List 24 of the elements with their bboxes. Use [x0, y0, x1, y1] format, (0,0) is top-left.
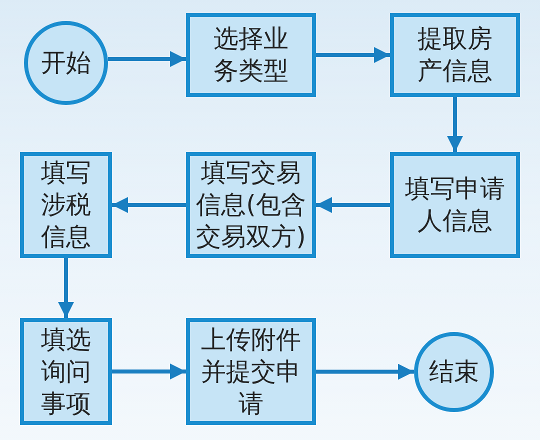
- arrow: [447, 97, 463, 152]
- step-text: 填写申请人信息: [404, 173, 506, 237]
- process-box: [390, 13, 520, 97]
- process-box: [20, 152, 112, 258]
- step-text: 填选询问事项: [40, 324, 92, 420]
- step-text: 结束: [428, 356, 480, 388]
- process-box: [186, 152, 316, 258]
- arrow: [316, 197, 390, 213]
- arrow: [316, 364, 414, 380]
- arrow: [112, 364, 186, 380]
- process-box: [186, 13, 316, 97]
- step-text: 提取房产信息: [416, 23, 494, 87]
- arrow: [58, 258, 74, 318]
- step-text: 选择业务类型: [212, 23, 290, 87]
- process-box: [390, 152, 520, 258]
- step-text: 填写涉税信息: [40, 157, 92, 253]
- step-text: 填写交易信息(包含交易双方): [195, 157, 307, 253]
- arrow: [108, 51, 186, 67]
- arrow: [112, 197, 186, 213]
- process-box: [20, 318, 112, 425]
- step-text: 上传附件并提交申请: [200, 324, 302, 420]
- step-text: 开始: [40, 47, 92, 79]
- process-box: [186, 318, 316, 425]
- arrow: [316, 47, 390, 63]
